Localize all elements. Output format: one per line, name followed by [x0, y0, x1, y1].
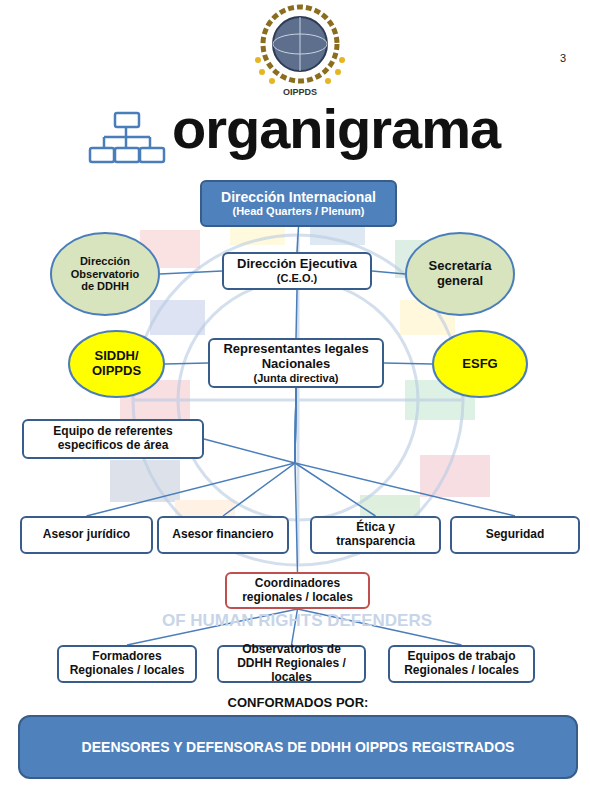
secretariat-ellipse: Secretaría general — [405, 232, 515, 316]
node-text: Equipos de trabajo Regionales / locales — [398, 650, 525, 678]
connector-line — [204, 388, 296, 463]
ethics-box: Ética y transparencia — [310, 516, 441, 554]
connector-line — [160, 271, 222, 274]
star — [259, 69, 265, 75]
star — [335, 69, 341, 75]
node-text: Formadores Regionales / locales — [67, 650, 187, 678]
coordinators-box: Coordinadores regionales / locales — [225, 572, 370, 609]
regional-box: Equipos de trabajo Regionales / locales — [388, 645, 535, 683]
logo-text: OIPPDS — [283, 87, 317, 97]
node-text: Representantes legales Nacionales — [218, 342, 374, 372]
executive-box: Dirección Ejecutiva(C.E.O.) — [222, 252, 372, 290]
logo — [255, 7, 345, 84]
star — [325, 78, 331, 84]
members-band: DEENSORES Y DEFENSORAS DE DDHH OIPPDS RE… — [18, 715, 578, 779]
page-title: organigrama — [172, 101, 500, 157]
directorate-ellipse: Dirección Observatorio de DDHH — [50, 232, 160, 316]
icon-box — [115, 148, 139, 162]
system-ellipse: SIDDH/ OIPPDS — [68, 330, 165, 398]
security-box: Seguridad — [450, 516, 580, 554]
regional-box: Observatorios de DDHH Regionales / local… — [217, 645, 366, 683]
star — [339, 57, 345, 63]
globe-line — [300, 17, 301, 71]
connector-line — [295, 388, 515, 516]
icon-box — [90, 148, 114, 162]
area-team-box: Equipo de referentes especificos de área — [22, 419, 204, 459]
node-text: Dirección Internacional — [221, 189, 376, 205]
flag — [420, 455, 490, 497]
esfg-ellipse: ESFG — [432, 330, 528, 398]
connector-line — [295, 388, 298, 572]
flag — [150, 300, 205, 335]
section-note: CONFORMADOS POR: — [228, 695, 369, 710]
icon-line — [104, 136, 150, 139]
ellipse-shape — [406, 233, 514, 315]
connector-line — [297, 227, 299, 252]
representatives-box: Representantes legales Nacionales(Junta … — [208, 338, 384, 388]
icon-line — [149, 137, 152, 148]
node-text: Ética y transparencia — [320, 521, 431, 549]
laurel-wreath — [263, 7, 337, 81]
advisor-box: Asesor jurídico — [20, 516, 153, 554]
node-text: Dirección Ejecutiva — [237, 257, 357, 272]
icon-box — [115, 113, 139, 127]
icon-line — [103, 137, 106, 148]
node-subtext: (Junta directiva) — [254, 372, 339, 385]
node-text: Dirección Observatorio de DDHH — [66, 255, 144, 293]
node-text: DEENSORES Y DEFENSORAS DE DDHH OIPPDS RE… — [82, 739, 515, 755]
ellipse-shape — [433, 331, 527, 397]
connector-line — [165, 363, 208, 364]
connector-line — [372, 271, 405, 274]
node-text: Seguridad — [486, 528, 545, 542]
node-text: Observatorios de DDHH Regionales / local… — [227, 643, 356, 684]
page-number: 3 — [560, 52, 566, 64]
node-subtext: (C.E.O.) — [277, 272, 317, 285]
node-text: ESFG — [462, 357, 497, 372]
connector-line — [223, 388, 296, 516]
node-text: Secretaría general — [421, 259, 499, 289]
org-chart-icon — [90, 113, 164, 162]
node-text: SIDDH/ OIPPDS — [84, 349, 149, 379]
ellipse-shape — [69, 331, 164, 397]
node-text: Asesor jurídico — [43, 528, 130, 542]
advisor-box: Asesor financiero — [157, 516, 289, 554]
node-subtext: (Head Quarters / Plenum) — [232, 205, 364, 218]
connector-line — [296, 290, 297, 338]
node-text: Asesor financiero — [172, 528, 273, 542]
flag — [110, 460, 180, 502]
headquarters-box: Dirección Internacional(Head Quarters / … — [200, 180, 397, 227]
watermark: OF HUMAN RIGHTS DEFENDERS — [162, 611, 432, 631]
star — [255, 57, 261, 63]
node-text: Coordinadores regionales / locales — [235, 577, 360, 605]
globe — [273, 17, 327, 71]
regional-box: Formadores Regionales / locales — [57, 645, 197, 683]
ellipse-shape — [51, 233, 159, 315]
node-text: Equipo de referentes especificos de área — [32, 425, 194, 453]
icon-box — [140, 148, 164, 162]
star — [269, 78, 275, 84]
connector-line — [295, 388, 376, 516]
connector-line — [384, 363, 432, 364]
